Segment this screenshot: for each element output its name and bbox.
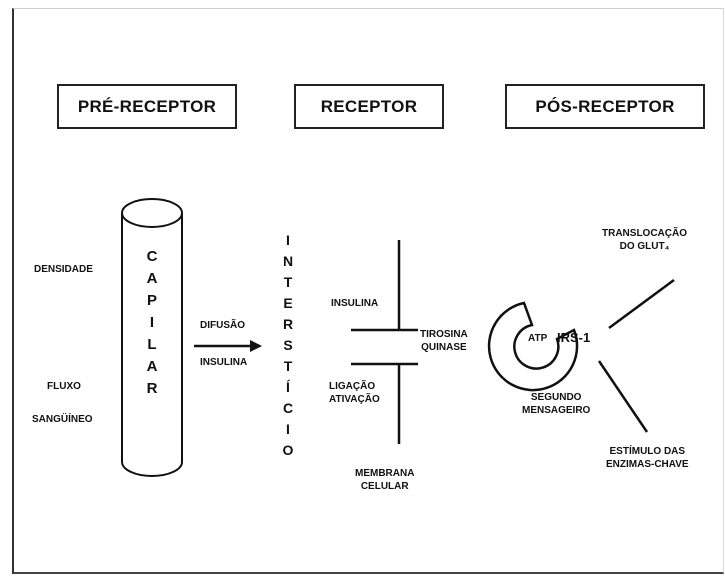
label-fluxo: FLUXO	[47, 381, 81, 392]
label-insulina-receptor: INSULINA	[331, 298, 379, 309]
irs-crescent	[487, 301, 579, 392]
label-difusao: DIFUSÃO	[200, 320, 245, 331]
capilar-vertical-text: C A P I L A R	[146, 248, 158, 397]
header-pos-receptor: PÓS-RECEPTOR	[505, 84, 705, 129]
label-insulina-difusao: INSULINA	[200, 357, 248, 368]
label-atp: ATP	[528, 333, 548, 344]
header-pre-receptor: PRÉ-RECEPTOR	[57, 84, 237, 129]
figure-frame	[12, 8, 724, 574]
membrane-receptor	[351, 240, 418, 444]
label-sanguineo: SANGÜÍNEO	[32, 414, 93, 425]
label-irs-1: IRS-1	[557, 330, 591, 345]
label-densidade: DENSIDADE	[34, 264, 93, 275]
outcome-lines	[597, 278, 675, 433]
header-receptor: RECEPTOR	[294, 84, 444, 129]
intersticio-vertical-text: I N T E R S T Í C I O	[282, 232, 294, 458]
difusao-arrow	[194, 340, 262, 352]
capilar-cylinder	[121, 198, 183, 477]
